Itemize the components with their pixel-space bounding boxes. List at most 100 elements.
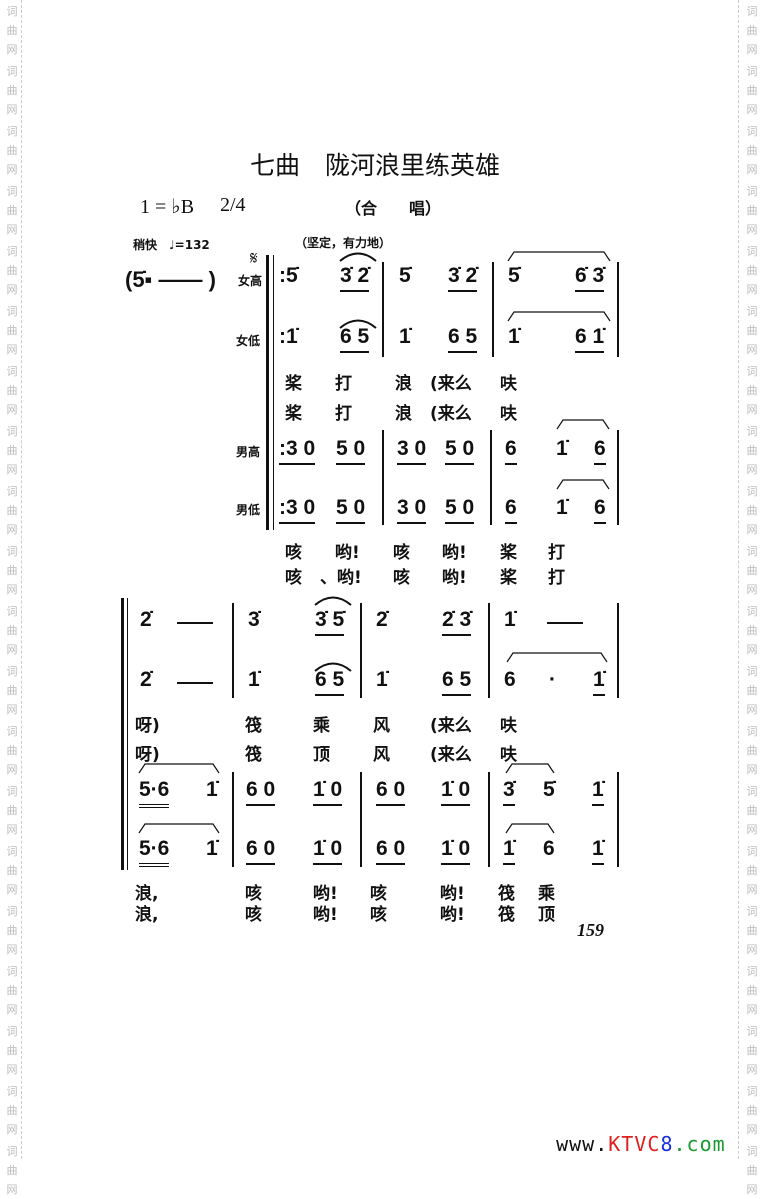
tie — [507, 251, 611, 262]
right-margin-line — [738, 0, 739, 1159]
note: 1̇ — [206, 837, 218, 860]
lyric: (来么 — [430, 716, 472, 736]
note-group: 1̇ 0 — [441, 778, 471, 806]
barline — [488, 772, 490, 867]
note: 1̇ — [593, 668, 605, 696]
lyric: 哟! — [442, 568, 467, 588]
lyric: 桨 — [285, 374, 302, 394]
left-margin-line — [21, 0, 22, 1159]
note: :1̇ — [279, 325, 298, 348]
extension-dash — [177, 622, 213, 624]
watermark-text: 词 曲 网 — [746, 785, 758, 836]
lyric: 乘 — [538, 884, 555, 904]
watermark-text: 词 曲 网 — [6, 725, 18, 776]
lyric: 咳 — [285, 568, 302, 588]
note-group: 3 0 — [397, 496, 427, 524]
lyric: 风 — [373, 745, 390, 765]
note-group: 5·6 — [139, 778, 170, 808]
note: 1̇ — [592, 837, 604, 865]
system-bracket — [121, 598, 124, 870]
lyric: 浪 — [395, 374, 412, 394]
lyric: 乘 — [313, 716, 330, 736]
label-female-high: 女高 — [238, 274, 263, 288]
note-group: 6 0 — [246, 778, 276, 806]
lyric: 打 — [335, 404, 352, 424]
barline — [488, 603, 490, 698]
watermark-text: 词 曲 网 — [746, 365, 758, 416]
watermark-text: 词 曲 网 — [746, 245, 758, 296]
site-logo[interactable]: www.KTVC8.com — [530, 1108, 726, 1156]
note: 6 — [505, 437, 517, 465]
watermark-text: 词 曲 网 — [6, 905, 18, 956]
performance-type: （合 唱） — [345, 199, 442, 218]
tie — [505, 763, 555, 774]
lyric: 打 — [335, 374, 352, 394]
note: 3̇ — [503, 778, 515, 806]
note-group: 5 0 — [336, 496, 366, 524]
logo-brand-b: 8 — [660, 1132, 674, 1156]
watermark-text: 词 曲 网 — [746, 425, 758, 476]
lyric: 咳 — [370, 905, 387, 925]
watermark-text: 词 曲 网 — [6, 785, 18, 836]
lyric: 呋 — [500, 716, 517, 736]
note: 6 — [543, 837, 555, 860]
lyric: 桨 — [500, 543, 517, 563]
note-group: 2̇ 3̇ — [442, 608, 472, 636]
dot: · — [549, 668, 556, 691]
note: 1̇ — [508, 325, 520, 348]
lyric: 哟! — [335, 543, 360, 563]
time-signature: 2/4 — [220, 194, 246, 216]
system-bracket-thick — [266, 255, 269, 530]
watermark-text: 词 曲 网 — [746, 185, 758, 236]
lyric: 浪 — [395, 404, 412, 424]
lyric: 咳 — [393, 568, 410, 588]
slur — [339, 319, 377, 329]
lyric: 、哟! — [320, 568, 362, 588]
lyric: 哟! — [440, 905, 465, 925]
lyric: 筏 — [498, 884, 515, 904]
tie — [556, 419, 610, 430]
note-group: 6 5 — [448, 325, 478, 353]
lyric: 打 — [548, 543, 565, 563]
note: 1̇ — [248, 668, 260, 691]
lyric: 咳 — [370, 884, 387, 904]
watermark-text: 词 曲 网 — [6, 5, 18, 56]
watermark-text: 词 曲 网 — [6, 305, 18, 356]
watermark-text: 词 曲 网 — [6, 965, 18, 1016]
watermark-text: 词 曲 网 — [746, 965, 758, 1016]
watermark-text: 词 曲 网 — [746, 5, 758, 56]
note: 6 — [504, 668, 516, 691]
extension-dash — [177, 682, 213, 684]
watermark-text: 词 曲 网 — [746, 65, 758, 116]
note-group: 1̇ 0 — [313, 837, 343, 865]
barline — [617, 772, 619, 867]
note-group: 3̇ 2̇ — [340, 264, 370, 292]
logo-prefix: www. — [556, 1132, 609, 1156]
note: 3̇ — [248, 608, 260, 631]
note-group: :3 0 — [279, 437, 316, 465]
watermark-text: 词 曲 网 — [6, 545, 18, 596]
note-group: 6 1̇ — [575, 325, 605, 353]
note: 6 — [505, 496, 517, 524]
note: 6 — [594, 437, 606, 465]
watermark-text: 词 曲 网 — [746, 1145, 758, 1196]
watermark-text: 词 曲 网 — [6, 1085, 18, 1136]
barline — [492, 262, 494, 357]
barline — [382, 262, 384, 357]
note: 2̇ — [140, 608, 152, 631]
lyric: 哟! — [313, 884, 338, 904]
barline — [232, 603, 234, 698]
expression-marking: （坚定，有力地） — [295, 236, 392, 250]
watermark-text: 词 曲 网 — [6, 1145, 18, 1196]
lyric: 哟! — [440, 884, 465, 904]
note: 1̇ — [556, 496, 568, 519]
watermark-text: 词 曲 网 — [746, 845, 758, 896]
note: 5̇ — [508, 264, 520, 287]
lyric: (来么 — [430, 745, 472, 765]
note-group: 3 0 — [397, 437, 427, 465]
watermark-text: 词 曲 网 — [746, 545, 758, 596]
watermark-text: 词 曲 网 — [6, 245, 18, 296]
lyric: 呀) — [135, 745, 160, 765]
lyric: (来么 — [430, 404, 472, 424]
tie — [138, 763, 220, 774]
